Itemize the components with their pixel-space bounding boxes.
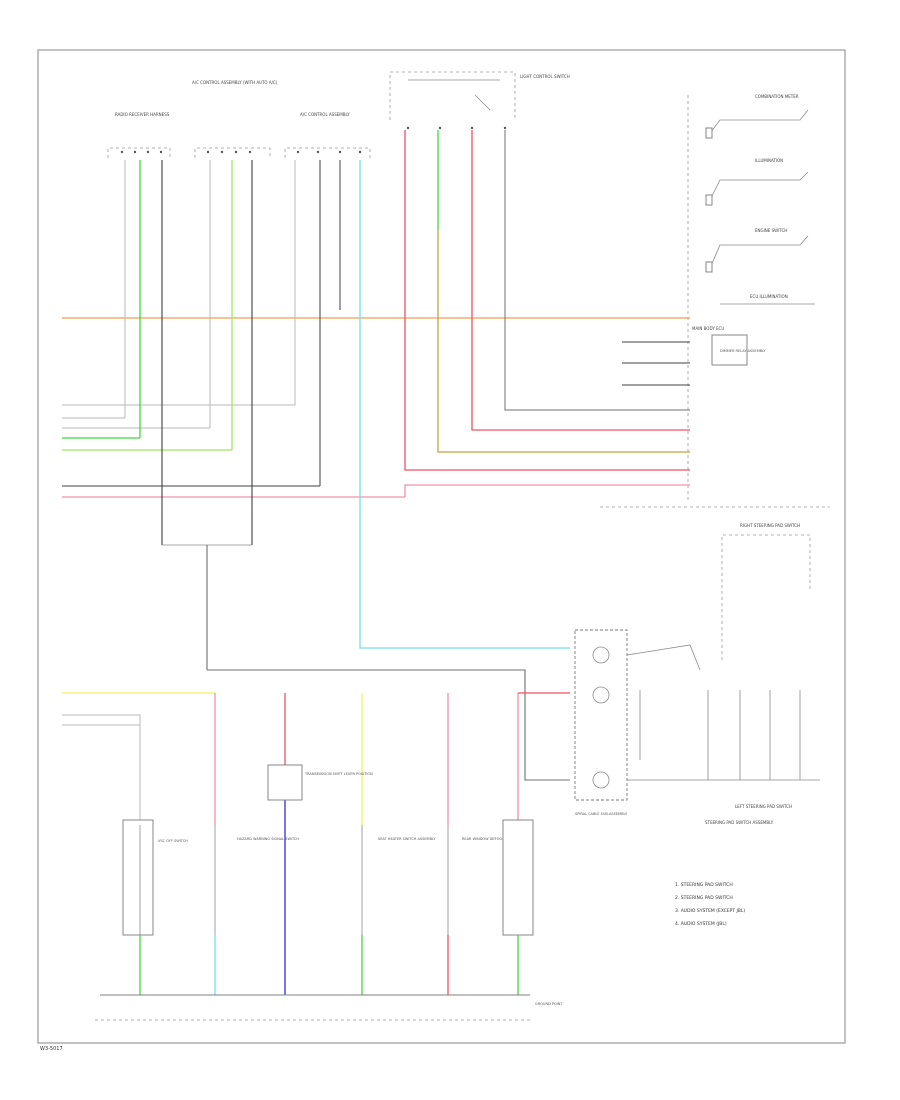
dimmer-relay-box — [711, 334, 748, 366]
light-control-switch-component: LIGHT CONTROL SWITCH — [389, 71, 570, 130]
ac-control-label: A/C CONTROL ASSEMBLY — [300, 112, 350, 117]
dimmer-relay-component: DIMMER RELAY ASSEMBLY — [711, 334, 767, 366]
steering-pad-box — [502, 819, 534, 936]
ecu-illumination-component: ECU ILLUMINATION — [720, 294, 815, 305]
wire-pink-to-ecu — [404, 484, 690, 497]
wire-tan — [437, 230, 690, 453]
ac-control-auto-component: A/C CONTROL ASSEMBLY (WITH AUTO A/C) — [192, 80, 278, 158]
steering-pad-assembly-label: STEERING PAD SWITCH ASSEMBLY — [705, 820, 774, 825]
legend-item: 2. STEERING PAD SWITCH — [675, 895, 733, 901]
transmission-shift-box — [267, 764, 303, 801]
legend: 1. STEERING PAD SWITCH 2. STEERING PAD S… — [675, 882, 745, 927]
main-body-ecu-label: MAIN BODY ECU — [692, 326, 724, 331]
figure-id: W3-5017 — [40, 1046, 63, 1052]
diagram-frame — [37, 49, 846, 1044]
wire-gray-b1 — [62, 714, 141, 820]
illumination-component: ILLUMINATION — [705, 158, 809, 206]
left-steering-switch-label: LEFT STEERING PAD SWITCH — [735, 804, 792, 809]
dimmer-relay-label: DIMMER RELAY ASSEMBLY — [720, 349, 767, 353]
combination-meter-component: COMBINATION METER — [705, 94, 809, 139]
hazard-switch-label: HAZARD WARNING SIGNAL SWITCH — [237, 837, 299, 841]
wire-v-cyan — [359, 160, 570, 649]
right-steering-switch-label: RIGHT STEERING PAD SWITCH — [740, 523, 800, 528]
spiral-cable-label: SPIRAL CABLE SUB-ASSEMBLY — [575, 812, 628, 816]
wire-red-1 — [404, 130, 690, 471]
wire-red-2 — [471, 130, 690, 431]
vsc-switch-label: VSC OFF SWITCH — [158, 839, 188, 843]
wire-gray-to-ecu — [504, 130, 690, 411]
wire-gray-ground-bus — [207, 669, 570, 781]
ac-control-component: A/C CONTROL ASSEMBLY — [284, 112, 371, 158]
spiral-cable-box — [574, 629, 628, 801]
legend-item: 1. STEERING PAD SWITCH — [675, 882, 733, 888]
engine-switch-label: ENGINE SWITCH — [755, 228, 787, 233]
legend-item: 4. AUDIO SYSTEM (JBL) — [675, 921, 727, 927]
rear-window-label: REAR WINDOW DEFOGGER SWITCH — [462, 837, 525, 841]
engine-switch-component: ENGINE SWITCH — [705, 228, 809, 273]
vsc-switch-box — [122, 819, 154, 936]
transmission-shift-label: TRANSMISSION SHIFT LEVER POSITION — [304, 772, 373, 776]
main-body-ecu-component: MAIN BODY ECU — [692, 326, 724, 331]
illumination-label: ILLUMINATION — [755, 158, 783, 163]
legend-item: 3. AUDIO SYSTEM (EXCEPT JBL) — [675, 908, 745, 914]
ecu-illumination-label: ECU ILLUMINATION — [750, 294, 788, 299]
ground-point-label: GROUND POINT — [535, 1002, 563, 1006]
seat-heater-label: SEAT HEATER SWITCH ASSEMBLY — [378, 837, 436, 841]
combination-meter-label: COMBINATION METER — [755, 94, 799, 99]
light-control-label: LIGHT CONTROL SWITCH — [520, 74, 570, 79]
radio-receiver-label: RADIO RECEIVER HARNESS — [115, 112, 170, 117]
ac-control-auto-label: A/C CONTROL ASSEMBLY (WITH AUTO A/C) — [192, 80, 278, 85]
radio-receiver-component: RADIO RECEIVER HARNESS — [107, 112, 171, 158]
